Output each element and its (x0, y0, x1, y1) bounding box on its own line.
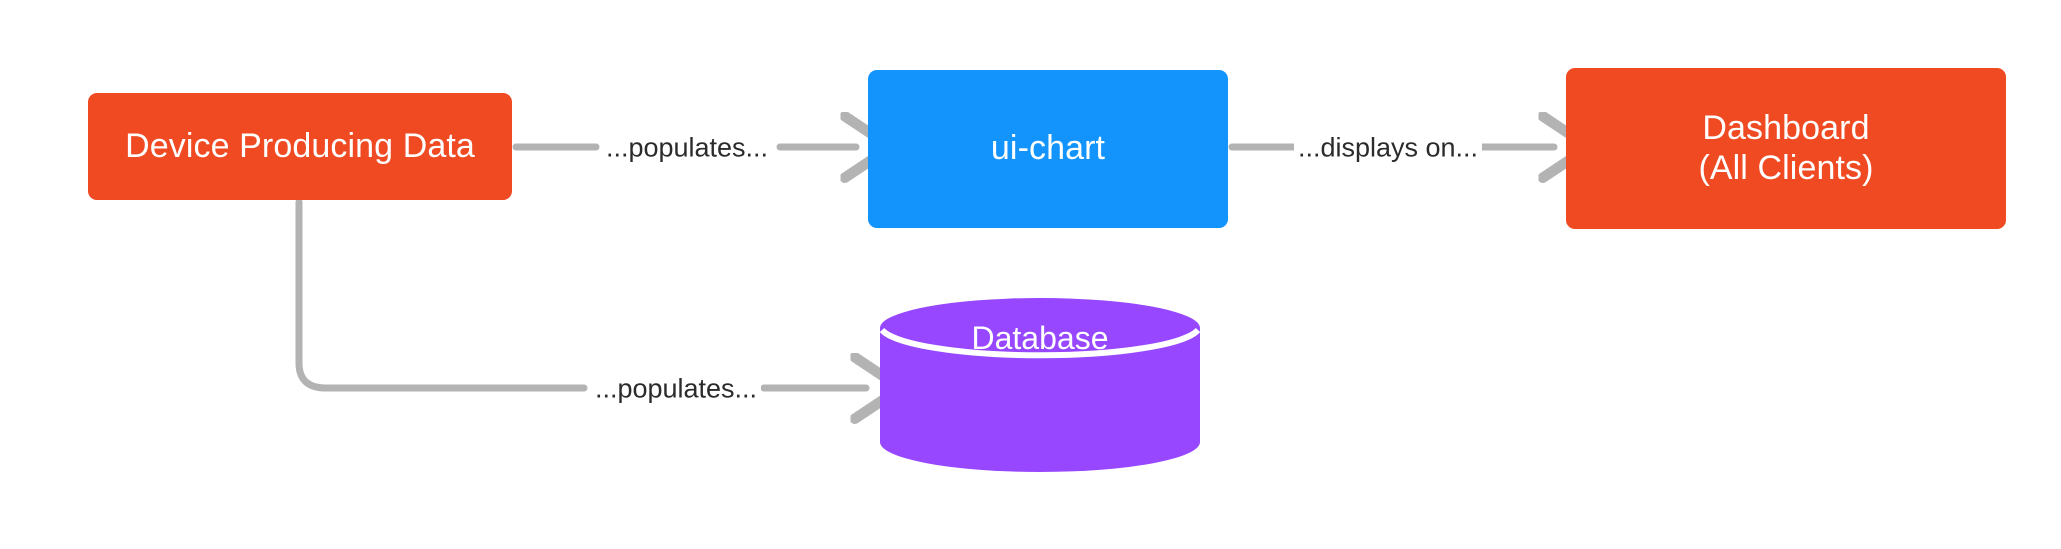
node-device-producing-data[interactable]: Device Producing Data (88, 93, 512, 200)
edge-label-displays-on: ...displays on... (1293, 132, 1483, 164)
node-device-producing-data-label: Device Producing Data (125, 126, 475, 165)
node-ui-chart[interactable]: ui-chart (868, 70, 1228, 228)
node-ui-chart-label: ui-chart (990, 129, 1106, 168)
database-cylinder-shape (879, 298, 1201, 472)
node-dashboard-label: Dashboard (All Clients) (1698, 109, 1874, 187)
node-database[interactable]: Database (879, 298, 1201, 472)
edge-device-to-database (295, 198, 866, 388)
node-dashboard[interactable]: Dashboard (All Clients) (1566, 68, 2006, 229)
edge-label-populates-uichart: ...populates... (601, 132, 773, 164)
edge-label-populates-database: ...populates... (590, 373, 762, 405)
